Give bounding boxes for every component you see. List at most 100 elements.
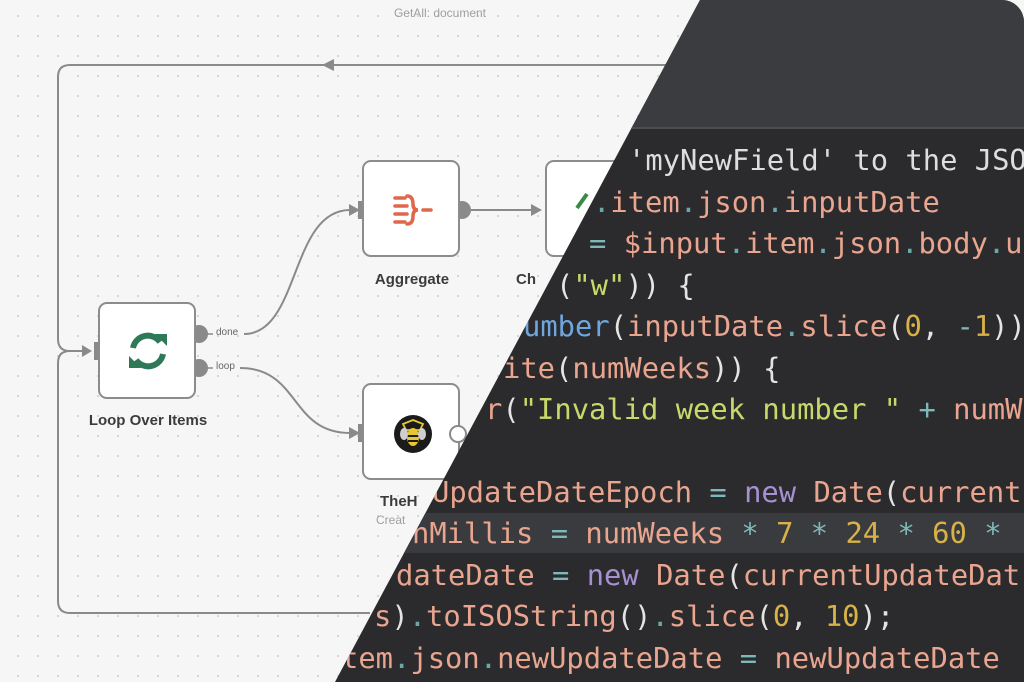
code-token: .: [651, 599, 669, 633]
code-token: -: [956, 309, 974, 343]
code-token: .: [593, 185, 611, 219]
arrow-into-thehive-icon: [349, 427, 360, 439]
code-token: ,: [921, 309, 957, 343]
code-token: 7: [776, 516, 794, 550]
code-token: (): [616, 599, 652, 633]
code-line[interactable]: UpdateDateEpoch = new Date(current: [432, 472, 1022, 512]
code-token: );: [859, 599, 895, 633]
code-token: .: [408, 599, 427, 633]
thehive-output-handle[interactable]: [449, 425, 467, 443]
aggregate-node[interactable]: [362, 160, 460, 257]
code-line[interactable]: ite(numWeeks)) {: [503, 348, 780, 388]
aggregate-icon: [393, 194, 433, 226]
code-token: 60: [932, 516, 967, 550]
code-token: *: [793, 516, 846, 550]
code-line[interactable]: = $input.item.json.body.u: [589, 223, 1023, 263]
code-token: currentUpdateDat: [742, 558, 1021, 592]
code-token: dateDate: [396, 558, 535, 592]
code-token: =: [722, 641, 775, 675]
code-token: ite: [503, 351, 556, 385]
code-token: .: [987, 226, 1006, 260]
code-token: u: [1005, 226, 1023, 260]
code-token: Date: [656, 558, 726, 592]
code-token: [639, 558, 656, 592]
code-token: (: [609, 309, 628, 343]
code-token: numWeeks: [572, 351, 712, 385]
arrow-into-aggregate-icon: [349, 204, 360, 216]
code-token: (: [555, 351, 573, 385]
code-token: inputDate: [627, 309, 784, 343]
code-token: item: [610, 185, 680, 219]
next-node-label: Ch: [516, 271, 536, 288]
return-wire[interactable]: [57, 350, 370, 614]
code-token: numW: [953, 392, 1023, 426]
code-token: (: [556, 268, 574, 302]
code-token: 10: [824, 599, 860, 633]
code-token: "Invalid week number ": [519, 392, 902, 426]
code-line[interactable]: r("Invalid week number " + numW: [485, 389, 1022, 429]
code-token: (: [725, 558, 743, 592]
code-token: current: [900, 475, 1022, 509]
done-wire[interactable]: [243, 209, 351, 335]
thehive-node-subtitle: Creat: [376, 513, 406, 527]
top-node-subtitle: GetAll: document: [393, 6, 487, 20]
aggregate-node-label: Aggregate: [374, 271, 450, 288]
code-token: nMillis: [412, 516, 534, 550]
code-token: .: [727, 226, 746, 260]
code-token: .: [679, 185, 698, 219]
code-token: umber: [523, 309, 610, 343]
code-token: new: [744, 475, 797, 509]
loop-wire[interactable]: [239, 367, 351, 434]
code-token: slice: [800, 309, 888, 343]
code-token: =: [589, 226, 624, 260]
code-token: .: [901, 226, 919, 260]
code-token: ,: [790, 599, 825, 633]
code-token: item: [745, 226, 815, 260]
code-token: *: [966, 516, 1002, 550]
code-token: [796, 475, 813, 509]
code-token: .: [783, 309, 801, 343]
thehive-node[interactable]: [362, 383, 467, 480]
code-token: json: [831, 226, 902, 260]
code-token: =: [692, 475, 745, 509]
code-token: (: [882, 475, 901, 509]
loop-node-label: Loop Over Items: [88, 412, 208, 429]
arrow-into-loop-icon: [82, 345, 92, 357]
code-token: (: [755, 599, 773, 633]
code-token: .: [393, 641, 411, 675]
code-line[interactable]: ("w")) {: [556, 265, 695, 305]
code-line[interactable]: dateDate = new Date(currentUpdateDat: [396, 555, 1020, 595]
code-token: )) {: [711, 351, 781, 385]
code-token: newUpdateDate: [497, 641, 723, 675]
code-token: .: [814, 226, 832, 260]
code-token: =: [534, 558, 587, 592]
loop-over-items-node[interactable]: [98, 302, 196, 399]
code-token: .: [479, 641, 498, 675]
code-line[interactable]: s).toISOString().slice(0, 10);: [374, 596, 894, 636]
code-token: UpdateDateEpoch: [432, 475, 693, 509]
code-token: json: [697, 185, 767, 219]
code-line[interactable]: .item.json.inputDate: [593, 182, 940, 222]
code-token: numWeeks: [585, 516, 725, 550]
code-token: )): [991, 309, 1024, 343]
code-token: (: [887, 309, 905, 343]
arrow-left-icon: [322, 59, 334, 71]
code-token: new: [586, 558, 639, 592]
bee-icon: [394, 415, 432, 453]
code-token: inputDate: [783, 185, 940, 219]
node-icon: [575, 192, 589, 210]
code-token: s: [374, 599, 392, 633]
code-line[interactable]: 'myNewField' to the JSO: [628, 140, 1024, 180]
code-token: $input: [623, 226, 728, 260]
code-token: +: [901, 392, 954, 426]
code-line[interactable]: tem.json.newUpdateDate = newUpdateDate: [341, 638, 1000, 678]
code-token: 24: [845, 516, 881, 550]
code-token: *: [880, 516, 933, 550]
highlighted-line: [335, 513, 1024, 553]
code-line[interactable]: umber(inputDate.slice(0, -1)): [523, 306, 1024, 346]
refresh-icon: [129, 332, 167, 370]
code-token: newUpdateDate: [774, 641, 1000, 675]
code-token: 'myNewField' to the JSO: [628, 143, 1024, 177]
code-line[interactable]: nMillis = numWeeks * 7 * 24 * 60 *: [412, 513, 1002, 553]
loop-back-wire[interactable]: [57, 64, 680, 352]
